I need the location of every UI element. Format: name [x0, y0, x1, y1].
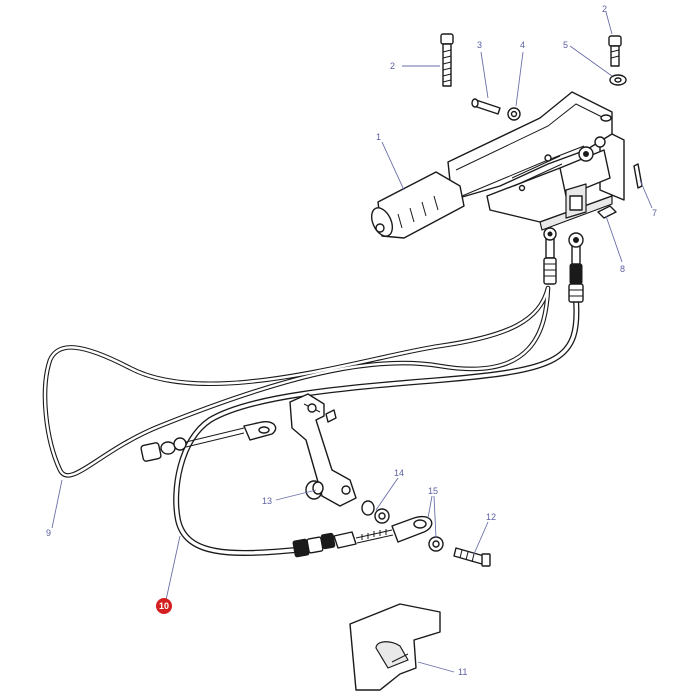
leader-lines	[51, 11, 653, 673]
spacer-14	[361, 500, 390, 524]
cable-10-lower-end	[292, 515, 433, 558]
brake-cable-9	[42, 285, 551, 478]
callout-14: 14	[394, 468, 404, 478]
clevis-pin	[471, 98, 501, 115]
callout-8: 8	[620, 264, 625, 274]
bush-13	[305, 480, 324, 500]
handbrake-lever-assembly	[370, 91, 625, 239]
brake-cable-10	[173, 297, 580, 556]
upper-cable-ends	[543, 227, 584, 303]
callout-10: 10	[159, 601, 169, 611]
callout-4: 4	[520, 40, 525, 50]
clip-8	[597, 205, 617, 219]
bolt-12	[453, 547, 491, 567]
washers-15	[428, 536, 444, 552]
bolt-long	[440, 33, 454, 87]
bolt-short	[608, 35, 622, 67]
callout-5: 5	[563, 40, 568, 50]
callout-3: 3	[477, 40, 482, 50]
callout-2-left: 2	[390, 61, 395, 71]
callout-11: 11	[458, 667, 467, 677]
callout-12: 12	[486, 512, 496, 522]
callout-labels: 1 2 2 3 4 5 7 8 9 10 11 12 13 14 15	[46, 4, 657, 677]
split-pin	[633, 163, 643, 189]
mounting-bracket-11	[349, 603, 441, 691]
callout-9: 9	[46, 528, 51, 538]
callout-15: 15	[428, 486, 438, 496]
callout-10-highlight	[156, 598, 172, 614]
callout-13: 13	[262, 496, 272, 506]
callout-7: 7	[652, 208, 657, 218]
lever-hardware	[440, 33, 643, 219]
brake-actuating-arm	[289, 393, 357, 507]
callout-1: 1	[376, 132, 381, 142]
callout-2-right: 2	[602, 4, 607, 14]
cable-9-lower-end	[140, 420, 277, 462]
